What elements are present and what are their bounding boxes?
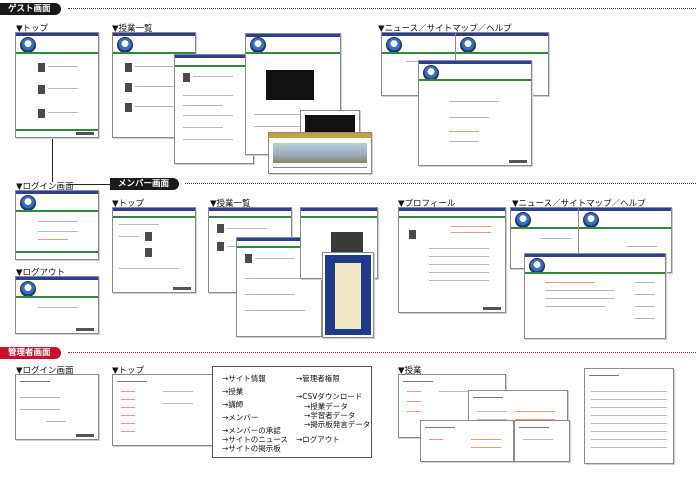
admin-menu-item-csv-learners[interactable]: →学習者データ xyxy=(304,411,356,420)
member-section-divider xyxy=(185,183,696,184)
logout-screenshot xyxy=(15,276,99,334)
admin-menu-item-members[interactable]: →メンバー xyxy=(222,413,259,422)
member-top-label: ▼トップ xyxy=(112,199,145,209)
member-news-label: ▼ニュース／サイトマップ／ヘルプ xyxy=(512,199,646,209)
guest-section-title: ゲスト画面 xyxy=(8,4,51,14)
member-top-screenshot xyxy=(112,207,196,293)
logout-label: ▼ログアウト xyxy=(16,268,66,278)
admin-menu-box xyxy=(212,366,372,458)
admin-menu-item-site-board[interactable]: →サイトの掲示板 xyxy=(222,444,281,453)
member-lessons-label: ▼授業一覧 xyxy=(210,199,251,209)
admin-lessons-label: ▼授業 xyxy=(398,366,422,376)
login-screenshot xyxy=(15,190,99,260)
admin-menu-item-csv-lessons[interactable]: →授業データ xyxy=(304,402,348,411)
admin-lessons-screenshot-5 xyxy=(584,368,674,464)
admin-section-tag: 管理者画面 xyxy=(0,347,61,359)
member-lessons-screenshot-4 xyxy=(322,252,374,338)
member-lessons-screenshot-2 xyxy=(236,237,322,337)
admin-top-screenshot xyxy=(112,374,220,446)
member-profile-screenshot xyxy=(398,207,506,313)
guest-section-divider xyxy=(68,8,696,9)
member-section-tag: メンバー画面 xyxy=(110,178,180,190)
admin-menu-item-site-news[interactable]: →サイトのニュース xyxy=(222,435,288,444)
member-profile-label: ▼プロフィール xyxy=(398,199,456,209)
guest-top-label: ▼トップ xyxy=(16,24,49,34)
admin-lessons-screenshot-4 xyxy=(514,420,570,462)
admin-login-screenshot xyxy=(15,374,99,440)
guest-section-tag: ゲスト画面 xyxy=(0,3,61,15)
admin-section-divider xyxy=(68,352,696,353)
admin-menu-item-csv-download[interactable]: →CSVダウンロード xyxy=(296,392,363,401)
member-news-screenshot-3 xyxy=(524,253,666,339)
login-to-member-connector xyxy=(68,184,114,185)
guest-news-screenshot-3 xyxy=(418,60,532,166)
login-label: ▼ログイン画面 xyxy=(16,182,74,192)
member-section-title: メンバー画面 xyxy=(118,179,170,189)
guest-lessons-screenshot-3 xyxy=(245,33,341,155)
admin-menu-item-site-info[interactable]: →サイト情報 xyxy=(222,374,266,383)
admin-menu-item-member-approval[interactable]: →メンバーの承認 xyxy=(222,426,281,435)
admin-menu-item-csv-board[interactable]: →掲示板発言データ xyxy=(304,420,371,429)
guest-to-login-connector xyxy=(52,136,53,182)
admin-menu-item-logout[interactable]: →ログアウト xyxy=(296,435,340,444)
guest-lessons-label: ▼授業一覧 xyxy=(112,24,153,34)
guest-lessons-screenshot-5 xyxy=(268,132,372,174)
admin-top-label: ▼トップ xyxy=(112,366,145,376)
guest-top-screenshot xyxy=(15,32,99,138)
admin-menu-item-instructors[interactable]: →講師 xyxy=(222,400,244,409)
guest-news-label: ▼ニュース／サイトマップ／ヘルプ xyxy=(378,24,512,34)
admin-login-label: ▼ログイン画面 xyxy=(16,366,74,376)
guest-lessons-screenshot-2 xyxy=(174,54,254,164)
admin-lessons-screenshot-3 xyxy=(420,420,514,462)
admin-menu-item-admin-rights[interactable]: →管理者権限 xyxy=(296,374,340,383)
admin-menu-item-lessons[interactable]: →授業 xyxy=(222,387,244,396)
admin-section-title: 管理者画面 xyxy=(8,348,51,358)
